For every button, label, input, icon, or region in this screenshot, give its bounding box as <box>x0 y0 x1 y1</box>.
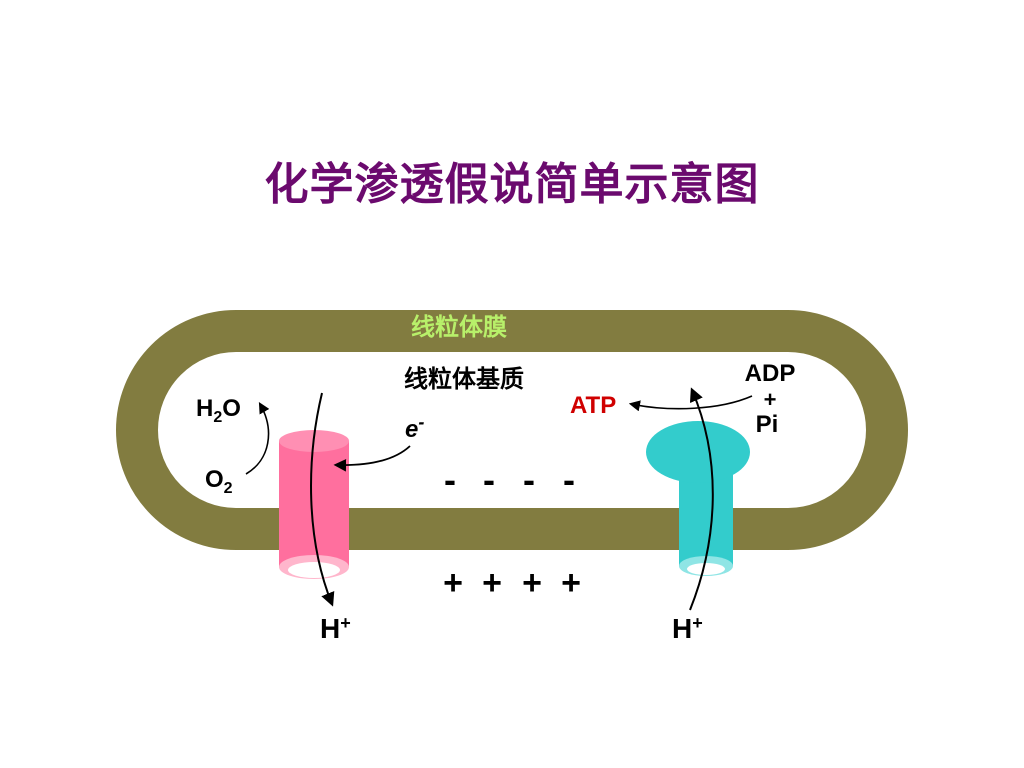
proton-left-label: H+ <box>320 613 351 644</box>
water-label: H2O <box>196 395 241 426</box>
proton-pump <box>279 430 349 579</box>
positive-charge: + <box>482 564 502 602</box>
adp-plus-label: + <box>764 387 777 412</box>
electron-label: e- <box>405 412 424 443</box>
proton-right-label: H+ <box>672 613 703 644</box>
positive-charge: + <box>443 564 463 602</box>
page-title: 化学渗透假说简单示意图 <box>264 159 760 210</box>
negative-charge: - <box>563 459 575 500</box>
pi-label: Pi <box>756 411 779 438</box>
proton-pump-arrow <box>310 392 335 607</box>
positive-charge: + <box>561 564 581 602</box>
positive-charge: + <box>522 564 542 602</box>
atp-synthase <box>646 421 750 576</box>
negative-charge: - <box>483 459 495 500</box>
oxygen-label: O2 <box>205 466 233 497</box>
matrix-label: 线粒体基质 <box>404 365 524 393</box>
atp-synthase-arrow <box>689 387 714 611</box>
atp-label: ATP <box>570 392 616 419</box>
negative-charge: - <box>523 459 535 500</box>
adp-label: ADP <box>745 360 796 387</box>
negative-charge: - <box>444 459 456 500</box>
membrane-label: 线粒体膜 <box>411 313 507 341</box>
mitochondrial-membrane <box>116 310 908 550</box>
adp-to-atp-arrow <box>628 395 753 412</box>
electron-arrow <box>333 445 411 472</box>
oxygen-to-water-arrow <box>245 402 270 475</box>
